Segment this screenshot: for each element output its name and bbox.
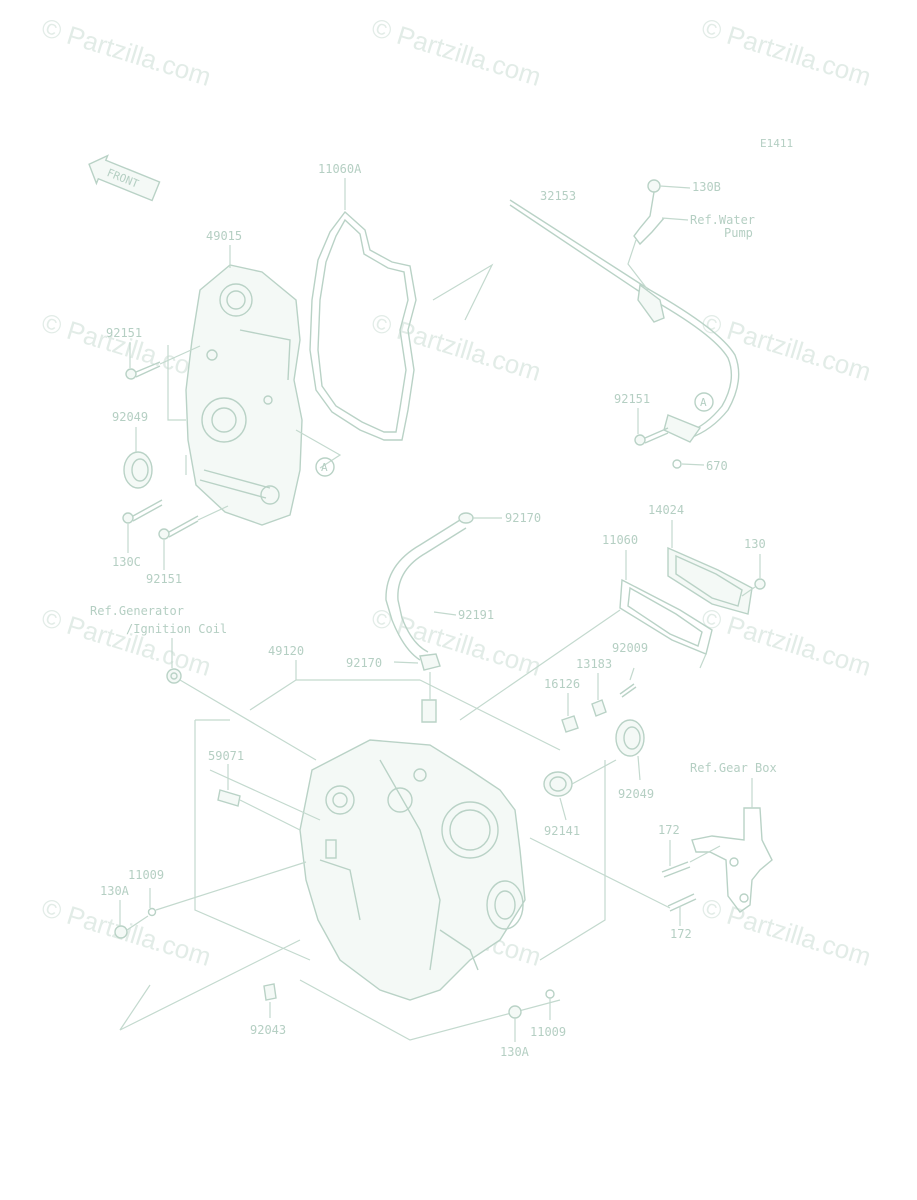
label-130A-bottom: 130A bbox=[500, 1045, 530, 1059]
label-92049-top: 92049 bbox=[112, 410, 148, 424]
label-92049-bottom: 92049 bbox=[618, 787, 654, 801]
label-ref-water-line1: Ref.Water bbox=[690, 213, 755, 227]
oil-seal-92049-top[interactable] bbox=[123, 451, 153, 489]
watermark-text: © Partzilla.com bbox=[368, 602, 544, 682]
cover-14024[interactable] bbox=[667, 546, 753, 615]
label-11009-bottom: 11009 bbox=[530, 1025, 566, 1039]
bolt-130A-left[interactable] bbox=[114, 925, 128, 939]
bolt-130[interactable] bbox=[754, 578, 766, 590]
label-92151-pipe: 92151 bbox=[614, 392, 650, 406]
label-92141: 92141 bbox=[544, 824, 580, 838]
label-16126: 16126 bbox=[544, 677, 580, 691]
label-92151-upper: 92151 bbox=[106, 326, 142, 340]
bolt-130C[interactable] bbox=[122, 499, 163, 524]
ref-gear-box-bracket[interactable] bbox=[691, 807, 773, 913]
label-92043: 92043 bbox=[250, 1023, 286, 1037]
label-172-upper: 172 bbox=[658, 823, 680, 837]
bolt-92151-lower[interactable] bbox=[158, 515, 199, 540]
label-92191: 92191 bbox=[458, 608, 494, 622]
label-92151-lower: 92151 bbox=[146, 572, 182, 586]
label-32153: 32153 bbox=[540, 189, 576, 203]
label-49120: 49120 bbox=[268, 644, 304, 658]
label-130B: 130B bbox=[692, 180, 721, 194]
oring-11009-bottom[interactable] bbox=[545, 989, 555, 999]
dowel-92043[interactable] bbox=[263, 983, 277, 1001]
watermark-text: © Partzilla.com bbox=[368, 307, 544, 387]
label-49015: 49015 bbox=[206, 229, 242, 243]
banjo-bolt-130B[interactable] bbox=[633, 179, 665, 246]
timing-cover-49015[interactable] bbox=[185, 264, 303, 526]
dowel-13183[interactable] bbox=[591, 699, 607, 717]
mark-A-right bbox=[694, 392, 714, 412]
label-ref-water-line2: Pump bbox=[724, 226, 753, 240]
dowel-16126[interactable] bbox=[561, 715, 579, 733]
watermark-text: © Partzilla.com bbox=[38, 12, 214, 92]
watermark-text: © Partzilla.com bbox=[698, 602, 874, 682]
label-13183: 13183 bbox=[576, 657, 612, 671]
bolt-92009[interactable] bbox=[619, 683, 637, 698]
label-92170-top: 92170 bbox=[505, 511, 541, 525]
label-670: 670 bbox=[706, 459, 728, 473]
oring-11009-left[interactable] bbox=[147, 907, 157, 917]
label-11060: 11060 bbox=[602, 533, 638, 547]
plug-59071[interactable] bbox=[217, 789, 241, 807]
bolt-92151-upper[interactable] bbox=[125, 361, 161, 380]
clamp-92170-bottom[interactable] bbox=[419, 653, 441, 671]
label-ref-generator-line1: Ref.Generator bbox=[90, 604, 184, 618]
label-11009-left: 11009 bbox=[128, 868, 164, 882]
oil-seal-92049-bottom[interactable] bbox=[615, 719, 645, 757]
clamp-92170-top[interactable] bbox=[458, 512, 474, 524]
watermark-text: © Partzilla.com bbox=[698, 12, 874, 92]
stud-172-lower[interactable] bbox=[667, 893, 697, 912]
label-130C: 130C bbox=[112, 555, 141, 569]
ref-generator-bolt[interactable] bbox=[166, 668, 182, 684]
oil-pipe-32153[interactable] bbox=[509, 199, 740, 443]
label-172-lower: 172 bbox=[670, 927, 692, 941]
washer-670[interactable] bbox=[672, 459, 682, 469]
watermark-text: © Partzilla.com bbox=[368, 12, 544, 92]
watermark-text: © Partzilla.com bbox=[698, 307, 874, 387]
label-mark-A-right: A bbox=[700, 396, 707, 409]
bushing-92141[interactable] bbox=[543, 771, 573, 797]
label-130: 130 bbox=[744, 537, 766, 551]
mark-A-left bbox=[315, 457, 335, 477]
label-59071: 59071 bbox=[208, 749, 244, 763]
label-11060A: 11060A bbox=[318, 162, 362, 176]
front-arrow-icon: FRONT bbox=[88, 154, 161, 202]
label-92170-bottom: 92170 bbox=[346, 656, 382, 670]
breather-fitting[interactable] bbox=[421, 699, 437, 723]
gasket-11060A[interactable] bbox=[309, 210, 417, 441]
label-mark-A-left: A bbox=[321, 461, 328, 474]
breather-hose-92191[interactable] bbox=[385, 519, 467, 661]
label-92009: 92009 bbox=[612, 641, 648, 655]
stud-172-upper[interactable] bbox=[661, 861, 691, 878]
diagram-code: E1411 bbox=[760, 137, 793, 150]
label-14024: 14024 bbox=[648, 503, 684, 517]
crankcase-49120[interactable] bbox=[299, 739, 526, 1001]
bolt-130A-bottom[interactable] bbox=[508, 1005, 522, 1019]
label-130A-left: 130A bbox=[100, 884, 130, 898]
label-ref-gear-box: Ref.Gear Box bbox=[690, 761, 777, 775]
watermark-text: © Partzilla.com bbox=[698, 892, 874, 972]
bolt-92151-pipe[interactable] bbox=[634, 427, 669, 446]
label-ref-generator-line2: /Ignition Coil bbox=[126, 622, 227, 636]
